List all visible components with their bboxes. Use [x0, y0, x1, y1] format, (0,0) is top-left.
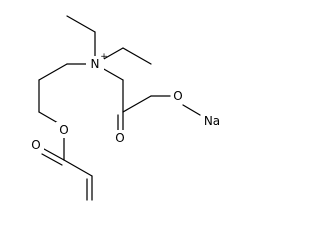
nitrogen-atom-label: N [91, 57, 100, 71]
ester-oxygen-label: O [59, 123, 68, 137]
bond-oxygen-sodium [182, 104, 201, 116]
bond-acrylate-carbonyl-double-1 [43, 148, 65, 161]
bond-carboxyl-c-oxygen [122, 95, 152, 113]
bond-ch2-ester-oxygen [38, 111, 59, 124]
nitrogen-charge-label: + [100, 52, 108, 62]
bond-chain-ch2-ch2 [38, 63, 68, 81]
bond-acrylate-carbonyl-double-2 [41, 153, 63, 166]
bond-carbonyl-c-vinyl-ch [63, 159, 93, 177]
chemical-structure-diagram: N + O O O O Na [31, 15, 221, 201]
bond-ethyl2-ch2-ch3 [122, 47, 152, 65]
acrylate-carbonyl-oxygen-label: O [31, 138, 40, 152]
carboxyl-carbonyl-oxygen-label: O [115, 131, 124, 145]
bond-ethyl1-ch2-ch3 [66, 15, 96, 33]
sodium-atom-label: Na [204, 114, 220, 128]
carboxylate-oxygen-label: O [173, 89, 182, 103]
